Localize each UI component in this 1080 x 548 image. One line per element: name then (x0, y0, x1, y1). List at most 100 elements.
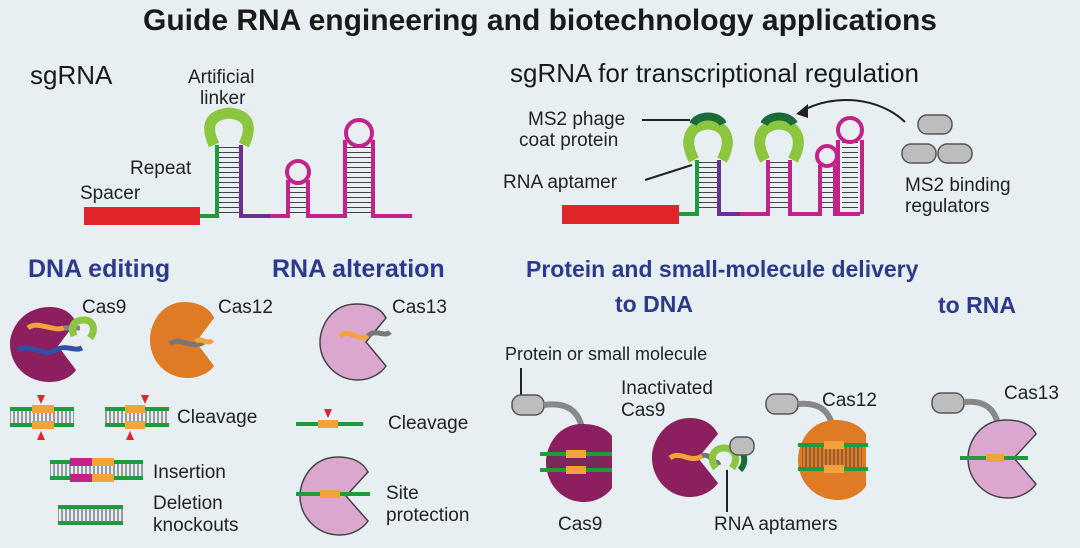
payload-blob-4 (931, 392, 965, 414)
stem-2b (770, 160, 788, 212)
cleavage-arrow-bottom-1 (37, 431, 45, 440)
cas12-label: Cas12 (218, 297, 273, 318)
rna-cleavage-arrow (324, 409, 332, 418)
site-protection-strand (296, 490, 370, 498)
repeat-strand (200, 145, 219, 218)
cas13-label: Cas13 (392, 297, 447, 318)
stem-2a (699, 160, 717, 212)
hairpin-loop-3 (815, 144, 839, 168)
cleavage-arrow-bottom-2 (126, 431, 134, 440)
repeat-label: Repeat (130, 158, 192, 179)
sgrna-panel: sgRNA Artificial linker Repeat Spacer (30, 60, 412, 225)
site-protection-label-2: protection (386, 505, 469, 526)
payload-blob-3 (765, 393, 799, 415)
cas12-rna-tail (168, 338, 206, 348)
cas13-protein (319, 303, 387, 381)
sgrna-heading: sgRNA (30, 60, 113, 90)
page-title: Guide RNA engineering and biotechnology … (143, 4, 937, 37)
binding-arrow (799, 99, 906, 123)
cas9-guide-rna (26, 322, 65, 332)
fused-cas12-dna (798, 441, 868, 473)
rna-alteration-heading: RNA alteration (272, 255, 445, 283)
cas9-target-dna (16, 345, 84, 355)
protein-small-molecule-label: Protein or small molecule (505, 344, 707, 364)
to-rna-label: to RNA (938, 292, 1016, 318)
inactivated-cas9-aptamer (708, 444, 740, 471)
rna-cleavage-strand (296, 409, 363, 428)
cas13-guide-rna (338, 330, 370, 340)
ms2-coat-label-1: MS2 phage (528, 109, 625, 130)
ms2-regulators-label-1: MS2 binding (905, 175, 1011, 196)
cas13-rna-tail (366, 329, 392, 338)
payload-blob-1 (511, 394, 545, 416)
binding-arrowhead (796, 104, 808, 118)
deletion-dna (58, 505, 123, 525)
rna-aptamer-label: RNA aptamer (503, 172, 618, 193)
fused-cas13-rna (960, 454, 1028, 462)
delivery-panel: Protein and small-molecule delivery to D… (505, 256, 1059, 535)
tracr-strand-2 (740, 160, 860, 216)
stem-2d-strands (836, 140, 864, 214)
insertion-label: Insertion (153, 462, 226, 483)
aptamer-loop-2 (754, 118, 804, 163)
repeat-stem (219, 145, 239, 215)
deletion-label-1: Deletion (153, 493, 223, 514)
inactivated-cas9-guide (668, 452, 704, 462)
inactivated-cas9-label-2: Cas9 (621, 400, 665, 421)
spacer-segment-2 (562, 205, 679, 224)
cas12-guide-rna (193, 337, 215, 345)
dna-editing-heading: DNA editing (28, 255, 170, 283)
stem-2c (822, 168, 833, 212)
delivery-cas13-label: Cas13 (1004, 383, 1059, 404)
spacer-segment (84, 207, 200, 225)
cas9-linker-loop (68, 316, 97, 341)
payload-linker-4 (963, 398, 1001, 425)
cleavage-dna-2 (105, 395, 169, 440)
tracr-strand (270, 140, 412, 218)
hairpin-loop-4 (836, 116, 864, 144)
transcriptional-heading: sgRNA for transcriptional regulation (510, 58, 919, 88)
regulator-blob-2 (901, 143, 937, 164)
rna-aptamers-label: RNA aptamers (714, 514, 838, 535)
artificial-linker-label-2: linker (200, 88, 246, 109)
ms2-coat-label-2: coat protein (519, 130, 618, 151)
hairpin-loop-2 (344, 118, 374, 148)
transcriptional-regulation-panel: sgRNA for transcriptional regulation MS2… (503, 58, 1011, 224)
payload-linker-1 (543, 401, 585, 429)
cleavage-dna-1 (10, 395, 74, 440)
hairpin-stem-2 (347, 143, 371, 213)
delivery-cas9-label: Cas9 (558, 514, 602, 535)
delivery-heading: Protein and small-molecule delivery (526, 256, 919, 282)
delivery-cas12-label: Cas12 (822, 390, 877, 411)
regulator-blob-3 (937, 143, 973, 164)
hairpin-stem-1 (290, 183, 306, 213)
ms2-coat-protein-2 (760, 112, 798, 127)
insertion-dna (50, 458, 143, 482)
rna-alteration-panel: RNA alteration Cas13 Cleavage Site prote… (272, 255, 469, 536)
artificial-linker-loop (204, 107, 254, 148)
cleavage-arrow-top-2 (141, 395, 149, 404)
regulator-blob-1 (917, 114, 953, 135)
to-dna-label: to DNA (615, 291, 693, 317)
ms2-coat-protein-1 (689, 112, 727, 127)
payload-blob-2 (729, 436, 755, 456)
spacer-label: Spacer (80, 183, 141, 204)
artificial-linker-label-1: Artificial (188, 67, 255, 88)
inactivated-cas9-label-1: Inactivated (621, 378, 713, 399)
aptamer-loop-1 (683, 118, 733, 163)
anti-repeat-strand (239, 145, 270, 218)
site-protection-label-1: Site (386, 483, 419, 504)
stem-2d (842, 140, 858, 210)
dna-cleavage-label: Cleavage (177, 407, 257, 428)
hairpin-loop-1 (285, 159, 311, 185)
dna-editing-panel: DNA editing Cas9 Cas12 (10, 255, 273, 536)
repeat-strand-2 (679, 160, 699, 216)
cleavage-arrow-top-1 (37, 395, 45, 404)
ms2-regulators-label-2: regulators (905, 196, 990, 217)
cas9-protein (10, 307, 76, 382)
rna-cleavage-label: Cleavage (388, 413, 468, 434)
deletion-label-2: knockouts (153, 515, 239, 536)
anti-repeat-strand-2 (717, 160, 740, 216)
